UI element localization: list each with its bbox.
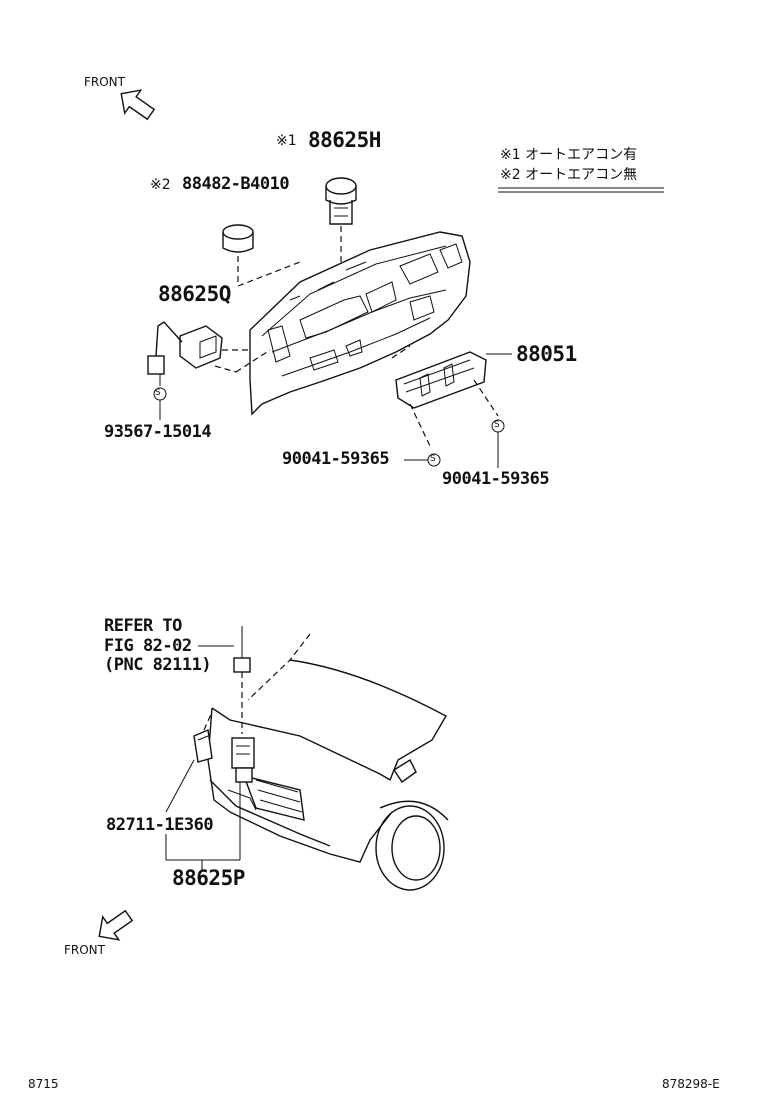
screw-symbol-1: S xyxy=(155,388,161,398)
instrument-panel-icon xyxy=(249,231,471,416)
sensor-88625P-icon xyxy=(231,737,255,783)
legend-note-1-mark: ※1 xyxy=(500,147,521,163)
part-number-88051[interactable]: 88051 xyxy=(516,342,577,366)
part-88625H-mark: ※1 xyxy=(276,133,297,149)
ac-control-88051-icon xyxy=(395,351,487,409)
part-number-82711-1E360[interactable]: 82711-1E360 xyxy=(106,815,214,835)
legend-note-1: ※1 オートエアコン有 xyxy=(500,148,637,162)
front-label-top: FRONT xyxy=(84,75,125,89)
part-number-88625H[interactable]: 88625H xyxy=(308,128,381,152)
front-arrow-icon xyxy=(98,909,134,941)
cap-88482-icon xyxy=(222,224,254,253)
part-number-88625P[interactable]: 88625P xyxy=(172,866,245,890)
part-number-90041-59365-b[interactable]: 90041-59365 xyxy=(442,469,550,489)
footer-figure-id: 878298-E xyxy=(662,1077,720,1091)
screw-symbol-3: S xyxy=(494,420,500,430)
front-label-bottom: FRONT xyxy=(64,943,105,957)
part-number-90041-59365-a[interactable]: 90041-59365 xyxy=(282,449,390,469)
legend-note-2: ※2 オートエアコン無 xyxy=(500,168,637,182)
vehicle-front-icon xyxy=(207,633,449,891)
refer-to-line-1: REFER TO xyxy=(104,616,182,636)
clip-82711-icon xyxy=(193,728,213,763)
part-number-88625Q[interactable]: 88625Q xyxy=(158,282,231,306)
sensor-88625H-icon xyxy=(325,177,357,225)
part-88482-mark: ※2 xyxy=(150,177,171,193)
front-arrow-icon xyxy=(120,89,156,121)
refer-to-line-2[interactable]: FIG 82-02 xyxy=(104,636,192,656)
part-number-88482-B4010[interactable]: 88482-B4010 xyxy=(182,174,290,194)
part-number-93567-15014[interactable]: 93567-15014 xyxy=(104,422,212,442)
legend-note-2-text: オートエアコン無 xyxy=(525,167,638,183)
footer-page-number: 8715 xyxy=(28,1077,59,1091)
legend-note-2-mark: ※2 xyxy=(500,167,521,183)
refer-to-line-3: (PNC 82111) xyxy=(104,655,212,675)
screw-symbol-2: S xyxy=(430,454,436,464)
sensor-88625Q-icon xyxy=(147,321,223,375)
legend-note-1-text: オートエアコン有 xyxy=(525,147,638,163)
